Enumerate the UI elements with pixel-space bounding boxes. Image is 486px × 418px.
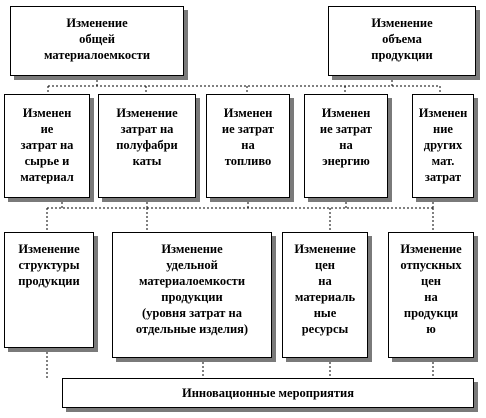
box-product-structure: Изменение структуры продукции xyxy=(4,232,94,348)
box-raw-materials-costs-label: Изменен ие затрат на сырье и материал xyxy=(20,106,74,184)
box-raw-materials-costs: Изменен ие затрат на сырье и материал xyxy=(4,94,90,198)
box-innovation-measures: Инновационные мероприятия xyxy=(62,378,474,408)
box-production-volume: Изменение объема продукции xyxy=(328,6,476,76)
box-fuel-costs-label: Изменен ие затрат на топливо xyxy=(221,106,275,168)
box-production-volume-label: Изменение объема продукции xyxy=(371,16,433,62)
box-selling-prices-label: Изменение отпускных цен на продукци ю xyxy=(400,242,462,336)
box-energy-costs-label: Изменен ие затрат на энергию xyxy=(319,106,373,168)
box-specific-material-intensity: Изменение удельной материалоемкости прод… xyxy=(112,232,272,358)
box-material-intensity: Изменение общей материалоемкости xyxy=(10,6,184,76)
box-material-prices: Изменение цен на материаль ные ресурсы xyxy=(282,232,368,358)
box-specific-material-intensity-label: Изменение удельной материалоемкости прод… xyxy=(135,242,249,336)
box-material-prices-label: Изменение цен на материаль ные ресурсы xyxy=(294,242,356,336)
box-semi-finished-costs: Изменение затрат на полуфабри каты xyxy=(98,94,196,198)
box-fuel-costs: Изменен ие затрат на топливо xyxy=(206,94,290,198)
box-material-intensity-label: Изменение общей материалоемкости xyxy=(43,16,151,62)
box-semi-finished-costs-label: Изменение затрат на полуфабри каты xyxy=(116,106,178,168)
box-other-material-costs-label: Изменен ние других мат. затрат xyxy=(418,106,468,184)
box-product-structure-label: Изменение структуры продукции xyxy=(18,242,80,288)
box-other-material-costs: Изменен ние других мат. затрат xyxy=(412,94,474,198)
box-innovation-measures-label: Инновационные мероприятия xyxy=(181,386,355,400)
box-selling-prices: Изменение отпускных цен на продукци ю xyxy=(388,232,474,358)
box-energy-costs: Изменен ие затрат на энергию xyxy=(304,94,388,198)
